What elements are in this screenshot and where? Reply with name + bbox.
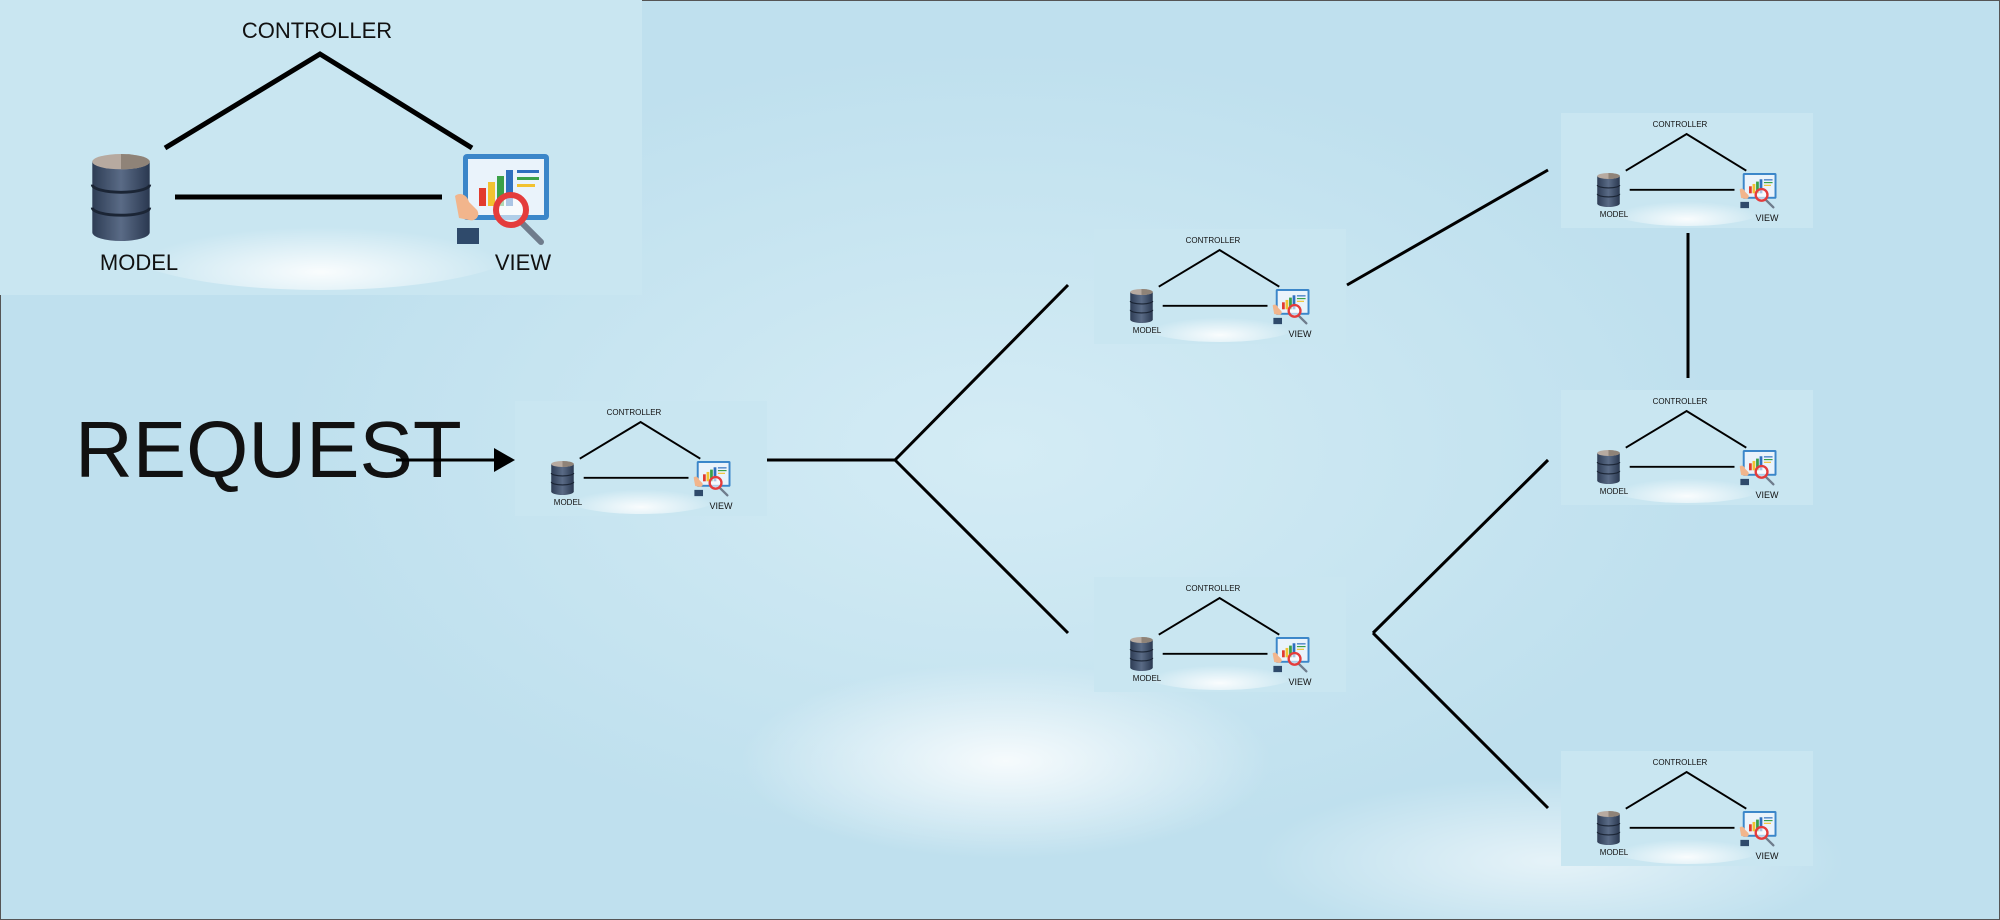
connector-lower-down	[1371, 631, 1550, 810]
connector-lower-up	[1371, 458, 1550, 635]
mvc-legend: CONTROLLER MODEL VIEW	[0, 0, 642, 295]
view-label: VIEW	[1288, 329, 1312, 339]
controller-label: CONTROLLER	[606, 408, 662, 417]
model-label: MODEL	[1132, 674, 1162, 683]
controller-label: CONTROLLER	[1652, 120, 1708, 129]
controller-label: CONTROLLER	[1185, 584, 1241, 593]
model-label: MODEL	[1599, 210, 1629, 219]
mvc-node-entry: CONTROLLER MODEL VIEW	[515, 401, 767, 516]
mvc-node-upper: CONTROLLER MODEL VIEW	[1094, 229, 1346, 344]
controller-label: CONTROLLER	[241, 18, 393, 43]
controller-label: CONTROLLER	[1652, 758, 1708, 767]
connector-branch-up	[893, 283, 1070, 462]
request-label: REQUEST	[75, 405, 462, 494]
mvc-node-top-right: CONTROLLER MODEL VIEW	[1561, 113, 1813, 228]
arrow-right-icon	[494, 448, 515, 472]
view-label: VIEW	[709, 501, 733, 511]
connector-branch-down	[893, 458, 1070, 635]
view-label: VIEW	[1288, 677, 1312, 687]
mvc-node-lower: CONTROLLER MODEL VIEW	[1094, 577, 1346, 692]
model-label: MODEL	[553, 498, 583, 507]
mvc-node-middle-right: CONTROLLER MODEL VIEW	[1561, 390, 1813, 505]
view-label: VIEW	[1755, 851, 1779, 861]
view-label: VIEW	[1755, 490, 1779, 500]
view-label: VIEW	[494, 250, 552, 275]
mvc-node-bottom-right: CONTROLLER MODEL VIEW	[1561, 751, 1813, 866]
connector-upper-right	[1346, 168, 1549, 287]
model-label: MODEL	[99, 250, 179, 275]
model-label: MODEL	[1599, 848, 1629, 857]
model-label: MODEL	[1599, 487, 1629, 496]
model-label: MODEL	[1132, 326, 1162, 335]
controller-label: CONTROLLER	[1652, 397, 1708, 406]
view-label: VIEW	[1755, 213, 1779, 223]
controller-label: CONTROLLER	[1185, 236, 1241, 245]
